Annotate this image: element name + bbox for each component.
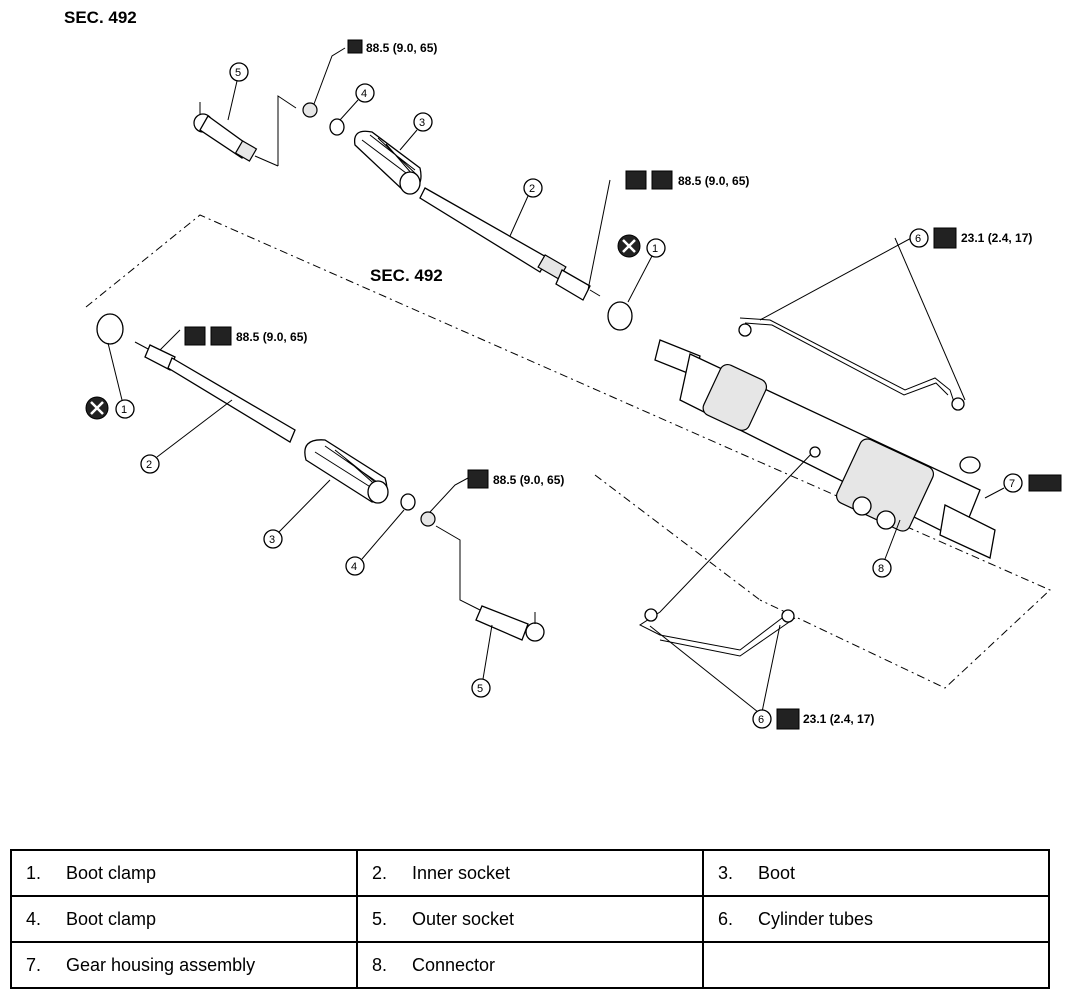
nut-lower [420,511,436,527]
inner-socket-lower [134,329,296,443]
torque-spec-lower: 88.5 (9.0, 65) [493,473,564,487]
legend-part-name: Boot [758,862,796,883]
legend-cell: 5.Outer socket [356,895,704,943]
legend-part-name: Connector [412,954,496,975]
legend-cell: 2.Inner socket [356,849,704,897]
callout-3-lower-label: 3 [269,534,275,546]
legend-cell: 1.Boot clamp [10,849,358,897]
callout-5-top [229,62,249,82]
cylinder-tube-lower [638,449,816,651]
boot-lower [304,439,389,504]
dashed-frame-line [85,214,1051,689]
boot-clamp-lower [400,493,416,511]
callout-2-lower [140,454,160,474]
grease-icon [1028,474,1062,492]
gear-housing-assembly [654,339,996,559]
tube-fitting-upper-left [738,323,752,337]
torque-wrench-icon [347,39,363,54]
callout-5-lower-label: 5 [477,683,483,695]
callout-8 [872,558,892,578]
torque-spec-tubes-upper: 23.1 (2.4, 17) [961,231,1032,245]
callout-5-top-label: 5 [235,67,241,79]
lock-sealant-icon [625,170,647,190]
legend-part-name: Outer socket [412,908,515,929]
torque-spec-top: 88.5 (9.0, 65) [366,41,437,55]
callout-6-lower-label: 6 [758,714,764,726]
callout-6-upper-label: 6 [915,233,921,245]
cylinder-tube-upper [739,317,956,406]
boot-clamp-upper-right [607,301,633,331]
torque-spec-upper-right: 88.5 (9.0, 65) [678,174,749,188]
legend-cell: 7.Gear housing assembly [10,941,358,989]
torque-spec-inner-socket-lower: 88.5 (9.0, 65) [236,330,307,344]
boot-clamp-lower-left [96,313,124,345]
torque-wrench-icon-6 [467,469,489,489]
callout-2-lower-label: 2 [146,459,152,471]
tube-fitting-upper-right [951,397,965,411]
tube-fitting-lower-left [644,608,658,622]
callout-4-top [355,83,375,103]
callout-2-top-label: 2 [529,183,535,195]
legend-part-name: Boot clamp [66,862,157,883]
torque-spec-tubes-lower: 23.1 (2.4, 17) [803,712,874,726]
callout-7 [1003,473,1023,493]
callout-4-top-label: 4 [361,88,367,100]
callout-1-upper [646,238,666,258]
callout-7-label: 7 [1009,478,1015,490]
outer-socket-lower [435,525,545,642]
legend-cell: 8.Connector [356,941,704,989]
torque-wrench-icon-2 [651,170,673,190]
legend-row: 4.Boot clamp 5.Outer socket 6.Cylinder t… [10,895,1050,943]
boot-top [353,130,422,195]
legend-cell: 3.Boot [702,849,1050,897]
callout-3-lower [263,529,283,549]
legend-part-name: Inner socket [412,862,511,883]
sec-label-mid: SEC. 492 [370,266,443,285]
sec-label-top: SEC. 492 [64,8,137,27]
parts-legend-table: 1.Boot clamp 2.Inner socket 3.Boot 4.Boo… [10,849,1050,989]
nut-top [302,102,318,118]
torque-wrench-icon-3 [933,227,957,249]
callout-1-lower-label: 1 [121,404,127,416]
callout-4-lower [345,556,365,576]
inner-socket-top [419,187,601,301]
callout-3-top [413,112,433,132]
callout-1-upper-label: 1 [652,243,658,255]
callout-4-lower-label: 4 [351,561,357,573]
legend-part-name: Cylinder tubes [758,908,874,929]
callout-6-lower [752,709,772,729]
torque-wrench-icon-4 [776,708,800,730]
legend-cell: 6.Cylinder tubes [702,895,1050,943]
legend-row: 7.Gear housing assembly 8.Connector [10,941,1050,989]
callout-1-lower [115,399,135,419]
lock-sealant-icon-2 [184,326,206,346]
boot-clamp-top [329,118,345,136]
legend-cell: 4.Boot clamp [10,895,358,943]
exploded-parts-diagram: SEC. 492 SEC. 492 5 88.5 (9.0, 65) 4 3 2 [64,8,1062,730]
callout-8-label: 8 [878,563,884,575]
torque-wrench-icon-5 [210,326,232,346]
callout-5-lower [471,678,491,698]
legend-cell-empty [702,941,1050,989]
tube-fitting-lower-right [781,609,795,623]
outer-socket-top [193,95,297,167]
callout-3-top-label: 3 [419,117,425,129]
legend-part-name: Gear housing assembly [66,954,256,975]
legend-row: 1.Boot clamp 2.Inner socket 3.Boot [10,849,1050,897]
tube-fitting-lower-top [809,446,821,458]
legend-part-name: Boot clamp [66,908,157,929]
callout-6-upper [909,228,929,248]
dashed-guide-line [594,474,761,601]
callout-2-top [523,178,543,198]
